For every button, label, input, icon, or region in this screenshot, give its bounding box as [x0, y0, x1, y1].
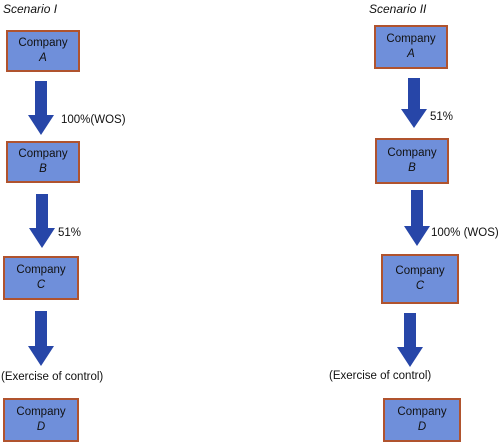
company-label: Company: [16, 406, 66, 418]
company-a-box: Company A: [374, 25, 448, 69]
company-label: Company: [386, 33, 436, 45]
company-b-box: Company B: [6, 141, 80, 183]
ownership-label: 100%(WOS): [61, 114, 126, 126]
control-label: (Exercise of control): [1, 371, 104, 383]
scenario-2-title: Scenario II: [369, 2, 427, 16]
ownership-arrow: [404, 190, 430, 246]
company-label: Company: [397, 406, 447, 418]
company-d-box: Company D: [383, 398, 461, 442]
company-d-box: Company D: [3, 398, 79, 442]
company-c-box: Company C: [3, 256, 79, 300]
company-letter: C: [415, 280, 425, 292]
ownership-label: 100% (WOS): [431, 227, 499, 239]
company-label: Company: [387, 147, 437, 159]
company-label: Company: [18, 37, 68, 49]
company-letter: C: [36, 279, 46, 291]
company-c-box: Company C: [381, 254, 459, 304]
company-a-box: Company A: [6, 30, 80, 72]
ownership-label: 51%: [430, 111, 454, 123]
company-letter: D: [36, 421, 46, 433]
company-letter: A: [39, 52, 47, 64]
company-b-box: Company B: [375, 138, 449, 184]
company-label: Company: [395, 265, 445, 277]
ownership-arrow: [29, 194, 55, 248]
ownership-arrow: [401, 78, 427, 128]
company-letter: B: [39, 163, 47, 175]
scenario-1-title: Scenario I: [3, 2, 58, 16]
control-arrow: [28, 311, 54, 366]
company-letter: A: [407, 48, 415, 60]
ownership-label: 51%: [58, 227, 82, 239]
control-arrow: [397, 313, 423, 367]
company-letter: B: [408, 162, 416, 174]
ownership-arrow: [28, 81, 54, 135]
control-label: (Exercise of control): [329, 370, 432, 382]
company-letter: D: [417, 421, 427, 433]
company-label: Company: [18, 148, 68, 160]
company-label: Company: [16, 264, 66, 276]
